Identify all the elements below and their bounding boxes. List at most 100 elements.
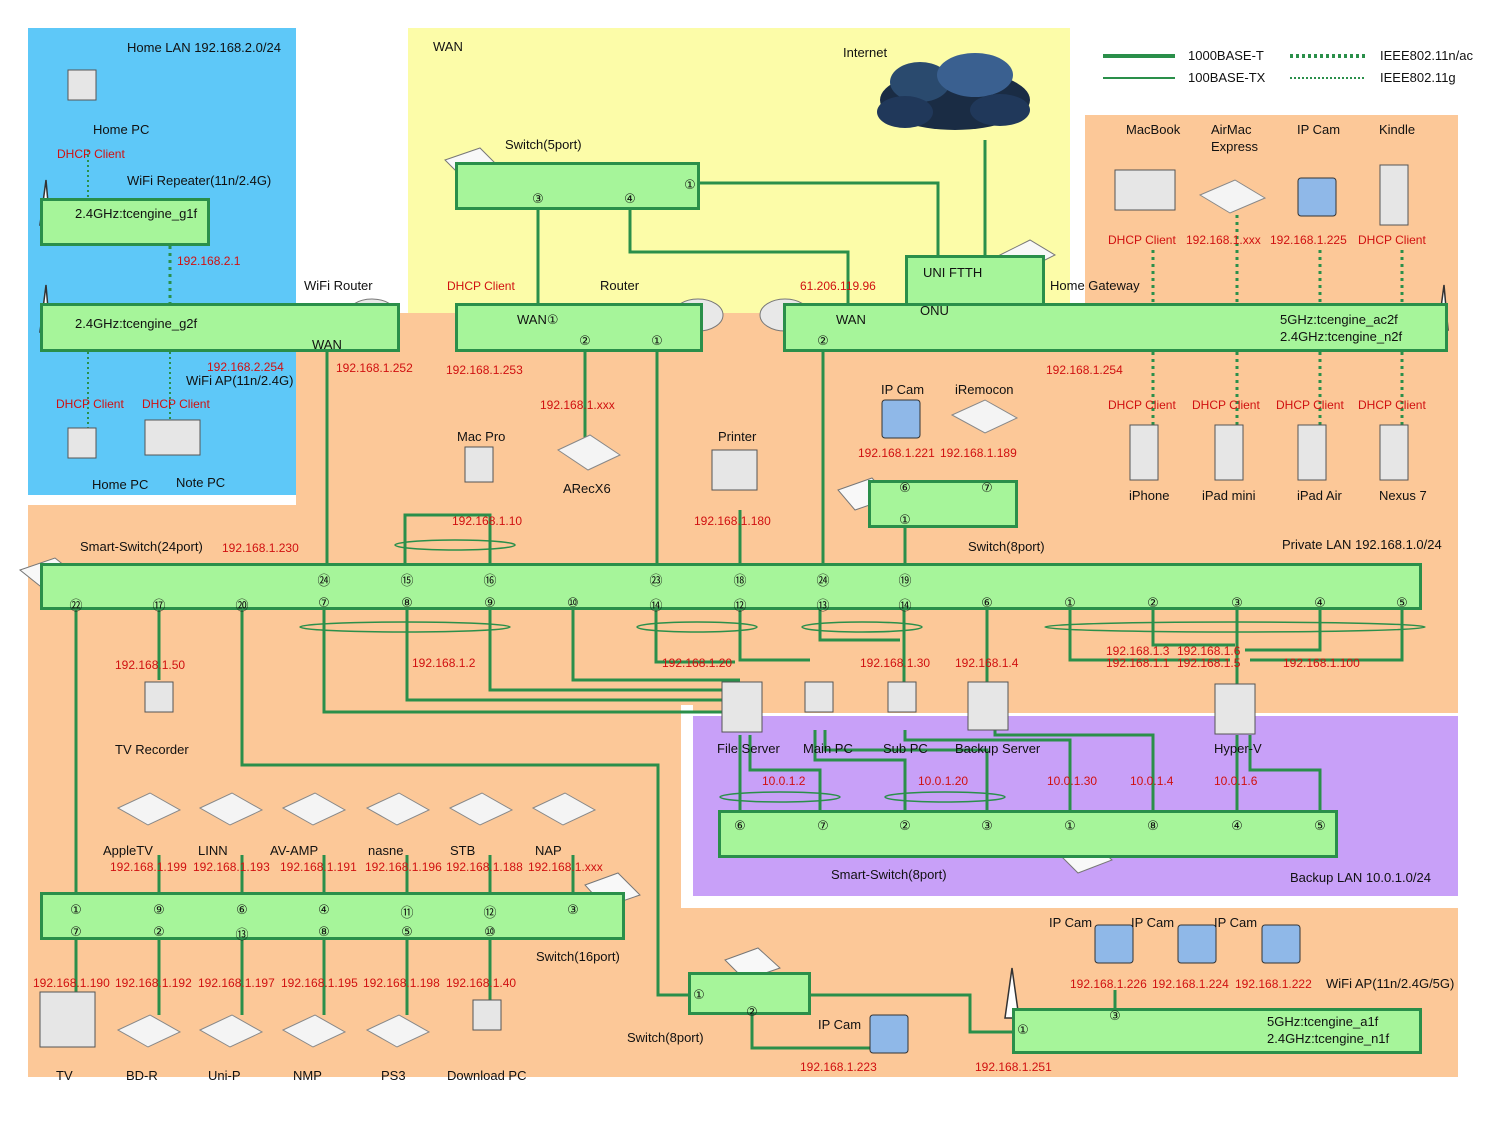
port-label: ⑦ <box>318 595 330 610</box>
private-lan-label: Private LAN 192.168.1.0/24 <box>1282 537 1442 552</box>
ps3-icon <box>365 1014 431 1048</box>
ip-10-2: 10.0.1.2 <box>762 774 806 788</box>
ip-1-100: 192.168.1.100 <box>1283 656 1360 670</box>
ip-1-188: 192.168.1.188 <box>446 860 523 874</box>
file-server-label: File Server <box>717 741 780 756</box>
appletv-icon <box>116 792 182 826</box>
port-label: ① <box>684 177 696 192</box>
port-label: ⑫ <box>733 598 747 613</box>
smart-switch-24-box <box>40 563 1422 610</box>
ip-1-193: 192.168.1.193 <box>193 860 270 874</box>
ip-1-10: 192.168.1.10 <box>452 514 523 528</box>
ip-1-2: 192.168.1.2 <box>412 656 476 670</box>
ip-10-6: 10.0.1.6 <box>1214 774 1258 788</box>
port-label: ⑧ <box>318 924 330 939</box>
port-label: ⑨ <box>484 595 496 610</box>
cabling <box>74 140 1404 1050</box>
tv-label: TV <box>56 1068 73 1083</box>
port-label: ⑱ <box>733 573 747 588</box>
dhcp-label: DHCP Client <box>142 397 210 411</box>
ip-1-xxx: 192.168.1.xxx <box>528 860 603 874</box>
ap2-box <box>1012 1008 1422 1054</box>
home-lan-zone <box>28 28 296 495</box>
ip-1-189: 192.168.1.189 <box>940 446 1017 460</box>
ip-1-225: 192.168.1.225 <box>1270 233 1347 247</box>
legend-1000base: 1000BASE-T <box>1188 48 1264 63</box>
wifi-ap-5g-label: WiFi AP(11n/2.4G/5G) <box>1326 976 1455 991</box>
port-label: ② <box>579 333 591 348</box>
port-label: ① <box>693 987 705 1002</box>
ipcam-label: IP Cam <box>1214 915 1258 930</box>
port-label: ② <box>817 333 829 348</box>
legend-100base: 100BASE-TX <box>1188 70 1266 85</box>
avamp-label: AV-AMP <box>270 843 319 858</box>
mac-pro-label: Mac Pro <box>457 429 506 444</box>
smart-switch-8-box <box>718 810 1338 858</box>
printer-icon <box>711 449 758 491</box>
home-gateway-label: Home Gateway <box>1050 278 1140 293</box>
ip-1-226: 192.168.1.226 <box>1070 977 1147 991</box>
ip-1-xxx: 192.168.1.xxx <box>1186 233 1261 247</box>
backup-lan-label: Backup LAN 10.0.1.0/24 <box>1290 870 1431 885</box>
bdr-label: BD-R <box>126 1068 158 1083</box>
pc-icon <box>67 427 97 459</box>
switch5-label: Switch(5port) <box>505 137 582 152</box>
ip-10-30: 10.0.1.30 <box>1047 774 1098 788</box>
ip-1-6: 192.168.1.6 <box>1177 644 1241 658</box>
ip-1-199: 192.168.1.199 <box>110 860 187 874</box>
port-label: ② <box>1147 595 1159 610</box>
dhcp-label: DHCP Client <box>1108 233 1176 247</box>
port-label: ② <box>746 1004 758 1019</box>
kindle-label: Kindle <box>1379 122 1416 137</box>
tablet-icon <box>1214 424 1244 481</box>
note-pc-label: Note PC <box>176 475 226 490</box>
port-label: ⑥ <box>734 818 746 833</box>
iremocon-label: iRemocon <box>955 382 1014 397</box>
internet-cloud-icon <box>877 53 1030 130</box>
dhcp-label: DHCP Client <box>56 397 124 411</box>
nexus7-label: Nexus 7 <box>1379 488 1427 503</box>
port-label: ⑪ <box>400 905 414 920</box>
switch8b-label: Switch(8port) <box>627 1030 704 1045</box>
port-label: ① <box>899 512 911 527</box>
port-label: ⑩ <box>567 595 579 610</box>
port-label: ⑭ <box>649 598 663 613</box>
ip-1-197: 192.168.1.197 <box>198 976 275 990</box>
port-label: ④ <box>318 902 330 917</box>
port-label: ⑯ <box>483 573 497 588</box>
file-server-icon <box>721 681 763 733</box>
ip-1-5: 192.168.1.5 <box>1177 656 1241 670</box>
repeater-box <box>40 198 210 246</box>
tv-recorder-label: TV Recorder <box>115 742 189 757</box>
router-ssid: 2.4GHz:tcengine_g2f <box>75 316 198 331</box>
ip-1-3: 192.168.1.3 <box>1106 644 1170 658</box>
router-box <box>455 303 703 352</box>
port-label: ⑬ <box>816 598 830 613</box>
ip-1-196: 192.168.1.196 <box>365 860 442 874</box>
wan-label: WAN <box>433 39 463 54</box>
arecx6-icon <box>556 434 622 471</box>
port-label: ㉒ <box>69 598 83 613</box>
dhcp-label: DHCP Client <box>1108 398 1176 412</box>
camera-icon <box>1261 924 1301 964</box>
gateway-ssid: 5GHz:tcengine_ac2f <box>1280 312 1398 327</box>
legend-11nac: IEEE802.11n/ac <box>1380 48 1473 63</box>
ip-1-254: 192.168.1.254 <box>1046 363 1123 377</box>
port-label: ⑨ <box>153 902 165 917</box>
port-label: ㉓ <box>649 573 663 588</box>
pc-icon <box>144 681 174 713</box>
express-label: Express <box>1211 139 1258 154</box>
switch5-box <box>455 162 700 210</box>
ip-1-1: 192.168.1.1 <box>1106 656 1170 670</box>
mac-pro-icon <box>464 446 494 483</box>
laptop-icon <box>1114 169 1176 211</box>
port-label: ⑰ <box>152 598 166 613</box>
port-label: ⑦ <box>981 480 993 495</box>
ip-10-20: 10.0.1.20 <box>918 774 969 788</box>
nmp-icon <box>281 1014 347 1048</box>
backup-server-icon <box>967 681 1009 731</box>
download-pc-label: Download PC <box>447 1068 527 1083</box>
wireless-links <box>168 215 1404 425</box>
port-label: ㉔ <box>317 573 331 588</box>
